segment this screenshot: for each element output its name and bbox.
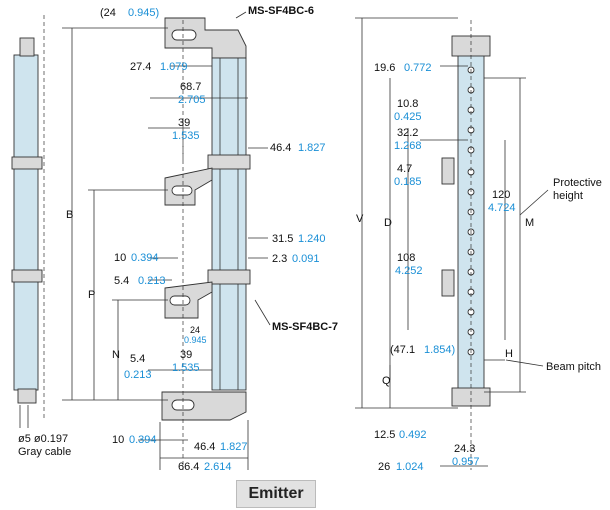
- label-protective: Protective: [553, 177, 602, 189]
- dim-46-4-bottom-mm: 46.4: [194, 441, 215, 453]
- label-P: P: [88, 289, 95, 301]
- mid-bracket-side-lower: [11, 269, 43, 283]
- dim-10-8-mm: 10.8: [397, 98, 418, 110]
- label-D: D: [384, 217, 392, 229]
- top-bracket: [164, 17, 247, 59]
- cable-diameter: ø5 ø0.197: [18, 433, 68, 445]
- dim-39-top-inch: 1.535: [172, 130, 200, 142]
- dim-31-5-inch: 1.240: [298, 233, 326, 245]
- dim-5-4-upper-mm: 5.4: [114, 275, 129, 287]
- dim-10-upper-mm: 10: [114, 252, 126, 264]
- label-Q: Q: [382, 375, 391, 387]
- label-beam-pitch: Beam pitch: [546, 361, 601, 373]
- dim-24-top-mm: (24: [100, 7, 116, 19]
- dim-120-inch: 4.724: [488, 202, 516, 214]
- dim-39-top-mm: 39: [178, 117, 190, 129]
- mid-clamp-upper: [207, 154, 251, 170]
- right-connector-lower: [441, 269, 455, 297]
- label-height: height: [553, 190, 583, 202]
- dim-5-4-lower-inch: 0.213: [124, 369, 152, 381]
- cable-label: Gray cable: [18, 446, 71, 458]
- right-top-cap: [451, 35, 491, 57]
- right-connector-upper: [441, 157, 455, 185]
- dim-66-4-inch: 2.614: [204, 461, 232, 473]
- right-front-view: V D Q M 120 4.724 108 4.252 19.6 0.772 1…: [355, 17, 602, 473]
- dim-39-lower-inch: 1.535: [172, 362, 200, 374]
- dim-68-7-mm: 68.7: [180, 81, 201, 93]
- dim-47-1-mm: (47.1: [390, 344, 415, 356]
- dim-10-8-inch: 0.425: [394, 111, 422, 123]
- sensor-body-front: [211, 57, 247, 391]
- dim-27-4-mm: 27.4: [130, 61, 151, 73]
- dim-2-3-inch: 0.091: [292, 253, 320, 265]
- dim-32-2-mm: 32.2: [397, 127, 418, 139]
- right-bottom-cap: [451, 387, 491, 407]
- part-label-top: MS-SF4BC-6: [248, 5, 314, 17]
- caption-emitter: Emitter: [236, 480, 316, 508]
- dim-24-3-inch: 0.957: [452, 456, 480, 468]
- dim-24-top-inch: 0.945): [128, 7, 159, 19]
- dim-66-4-mm: 66.4: [178, 461, 199, 473]
- dim-19-6-inch: 0.772: [404, 62, 432, 74]
- lower-bracket-slot: [169, 295, 191, 306]
- dim-4-7-mm: 4.7: [397, 163, 412, 175]
- dim-2-3-mm: 2.3: [272, 253, 287, 265]
- dim-5-4-lower-mm: 5.4: [130, 353, 145, 365]
- dim-108-mm: 108: [397, 252, 415, 264]
- dim-12-5-inch: 0.492: [399, 429, 427, 441]
- dim-26-mm: 26: [378, 461, 390, 473]
- bottom-end-cap-side: [17, 388, 37, 404]
- dim-32-2-inch: 1.268: [394, 140, 422, 152]
- dim-26-inch: 1.024: [396, 461, 424, 473]
- dim-10-upper-inch: 0.394: [131, 252, 159, 264]
- dim-27-4-inch: 1.079: [160, 61, 188, 73]
- dim-24-mid-mm: 24: [190, 325, 200, 335]
- label-B: B: [66, 209, 73, 221]
- left-side-view: ø5 ø0.197 Gray cable: [11, 15, 71, 458]
- label-N: N: [112, 349, 120, 361]
- dim-46-4-bottom-inch: 1.827: [220, 441, 248, 453]
- dim-46-4-side-inch: 1.827: [298, 142, 326, 154]
- label-M: M: [525, 217, 534, 229]
- top-bracket-slot: [171, 29, 197, 41]
- label-V: V: [356, 213, 364, 225]
- dim-19-6-mm: 19.6: [374, 62, 395, 74]
- dim-31-5-mm: 31.5: [272, 233, 293, 245]
- part-label-bottom: MS-SF4BC-7: [272, 321, 338, 333]
- center-front-view: B P N (24 0.945) MS-SF4BC-6 27.4 1.079 6…: [62, 5, 338, 473]
- mid-clamp-lower: [207, 269, 251, 285]
- dim-46-4-side-mm: 46.4: [270, 142, 291, 154]
- dim-5-4-upper-inch: 0.213: [138, 275, 166, 287]
- dim-24-3-mm: 24.3: [454, 443, 475, 455]
- dim-39-lower-mm: 39: [180, 349, 192, 361]
- dim-24-mid-inch: 0.945: [184, 335, 207, 345]
- dim-4-7-inch: 0.185: [394, 176, 422, 188]
- dim-10-lower-inch: 0.394: [129, 434, 157, 446]
- dim-47-1-inch: 1.854): [424, 344, 455, 356]
- dim-68-7-inch: 2.705: [178, 94, 206, 106]
- dim-12-5-mm: 12.5: [374, 429, 395, 441]
- top-end-cap-side: [19, 37, 35, 57]
- dim-108-inch: 4.252: [395, 265, 423, 277]
- upper-bracket-slot: [171, 185, 193, 196]
- sensor-body-side: [13, 54, 39, 391]
- dim-120-mm: 120: [492, 189, 510, 201]
- mid-bracket-side-upper: [11, 156, 43, 170]
- label-H: H: [505, 348, 513, 360]
- dim-10-lower-mm: 10: [112, 434, 124, 446]
